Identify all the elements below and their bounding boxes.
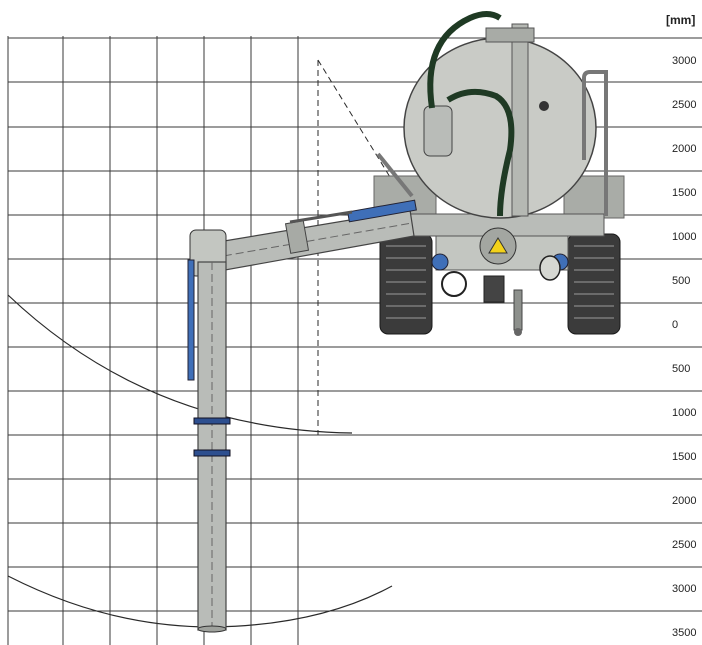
pipe-clamp-upper [193, 417, 231, 425]
support-foot [514, 328, 522, 336]
suction-arm-icon [187, 152, 417, 633]
scale-label: 2000 [672, 495, 696, 507]
light-left [441, 271, 467, 297]
reach-indicator [317, 59, 399, 435]
tanker-trailer-icon [373, 11, 625, 336]
scale: [mm] 3000 2500 2000 1500 1000 500 0 500 … [666, 13, 696, 639]
blue-valve-left [431, 253, 449, 271]
pressure-gauge [539, 101, 549, 111]
scale-label: 1500 [672, 187, 696, 199]
scale-label: 0 [672, 319, 678, 331]
grid [7, 36, 702, 645]
scale-label: 500 [672, 363, 690, 375]
arm-lift-rod [376, 152, 414, 198]
tank-rail [582, 70, 608, 216]
scale-label: 2500 [672, 539, 696, 551]
siphon-canister [423, 105, 453, 157]
suction-hose-icon [427, 11, 502, 109]
right-wheel [567, 233, 621, 335]
cylinder-rod [289, 210, 353, 224]
scale-label: 2000 [672, 143, 696, 155]
scale-label: 3000 [672, 55, 696, 67]
left-wheel [379, 233, 433, 335]
filler-pipe [511, 23, 529, 217]
tank-hose [446, 88, 515, 217]
hydraulic-cylinder-icon [347, 199, 417, 223]
upper-reach-arc [7, 294, 353, 434]
scale-label: 3500 [672, 627, 696, 639]
boom-centerline [211, 222, 413, 259]
unit-label: [mm] [666, 13, 695, 27]
dome-top [485, 27, 535, 43]
scale-label: 3000 [672, 583, 696, 595]
pipe-mouth [197, 625, 227, 633]
scale-label: 1000 [672, 231, 696, 243]
scale-label: 1000 [672, 407, 696, 419]
scale-label: 2500 [672, 99, 696, 111]
junction-box [483, 275, 505, 303]
scale-label: 1500 [672, 451, 696, 463]
pipe-clamp-lower [193, 449, 231, 457]
light-right [539, 255, 561, 281]
warning-icon [488, 237, 508, 254]
vertical-cylinder [187, 259, 195, 381]
scale-label: 500 [672, 275, 690, 287]
support-leg [513, 289, 523, 331]
